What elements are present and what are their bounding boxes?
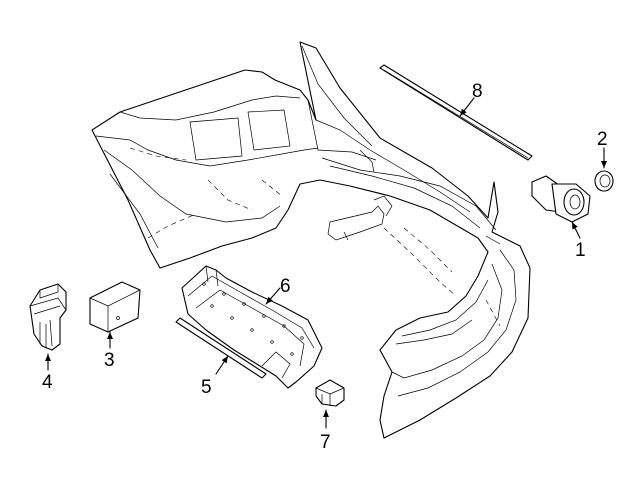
callout-4: 4 [42, 372, 53, 393]
leader-8 [459, 97, 475, 117]
callout-6: 6 [280, 276, 291, 297]
control-module [89, 281, 141, 333]
callout-3: 3 [104, 350, 115, 371]
retainer-clip [315, 379, 345, 407]
leader-6 [265, 287, 281, 305]
callout-7: 7 [320, 432, 331, 453]
sensor-ring [594, 170, 614, 192]
callout-8: 8 [472, 81, 483, 102]
callout-2: 2 [597, 129, 608, 150]
leader-1 [571, 221, 581, 239]
bumper-cover [91, 41, 531, 439]
leader-5 [215, 355, 229, 375]
trim-strip [379, 64, 533, 161]
callout-labels: 1 2 3 4 5 6 7 8 [42, 81, 608, 453]
energy-absorber [181, 265, 323, 389]
callout-5: 5 [201, 377, 212, 398]
callout-1: 1 [575, 240, 586, 261]
foam-strip [175, 317, 267, 379]
connector-bracket [29, 283, 67, 351]
park-sensor [531, 175, 591, 223]
leader-lines [45, 97, 607, 429]
absorber-holes [202, 282, 304, 356]
